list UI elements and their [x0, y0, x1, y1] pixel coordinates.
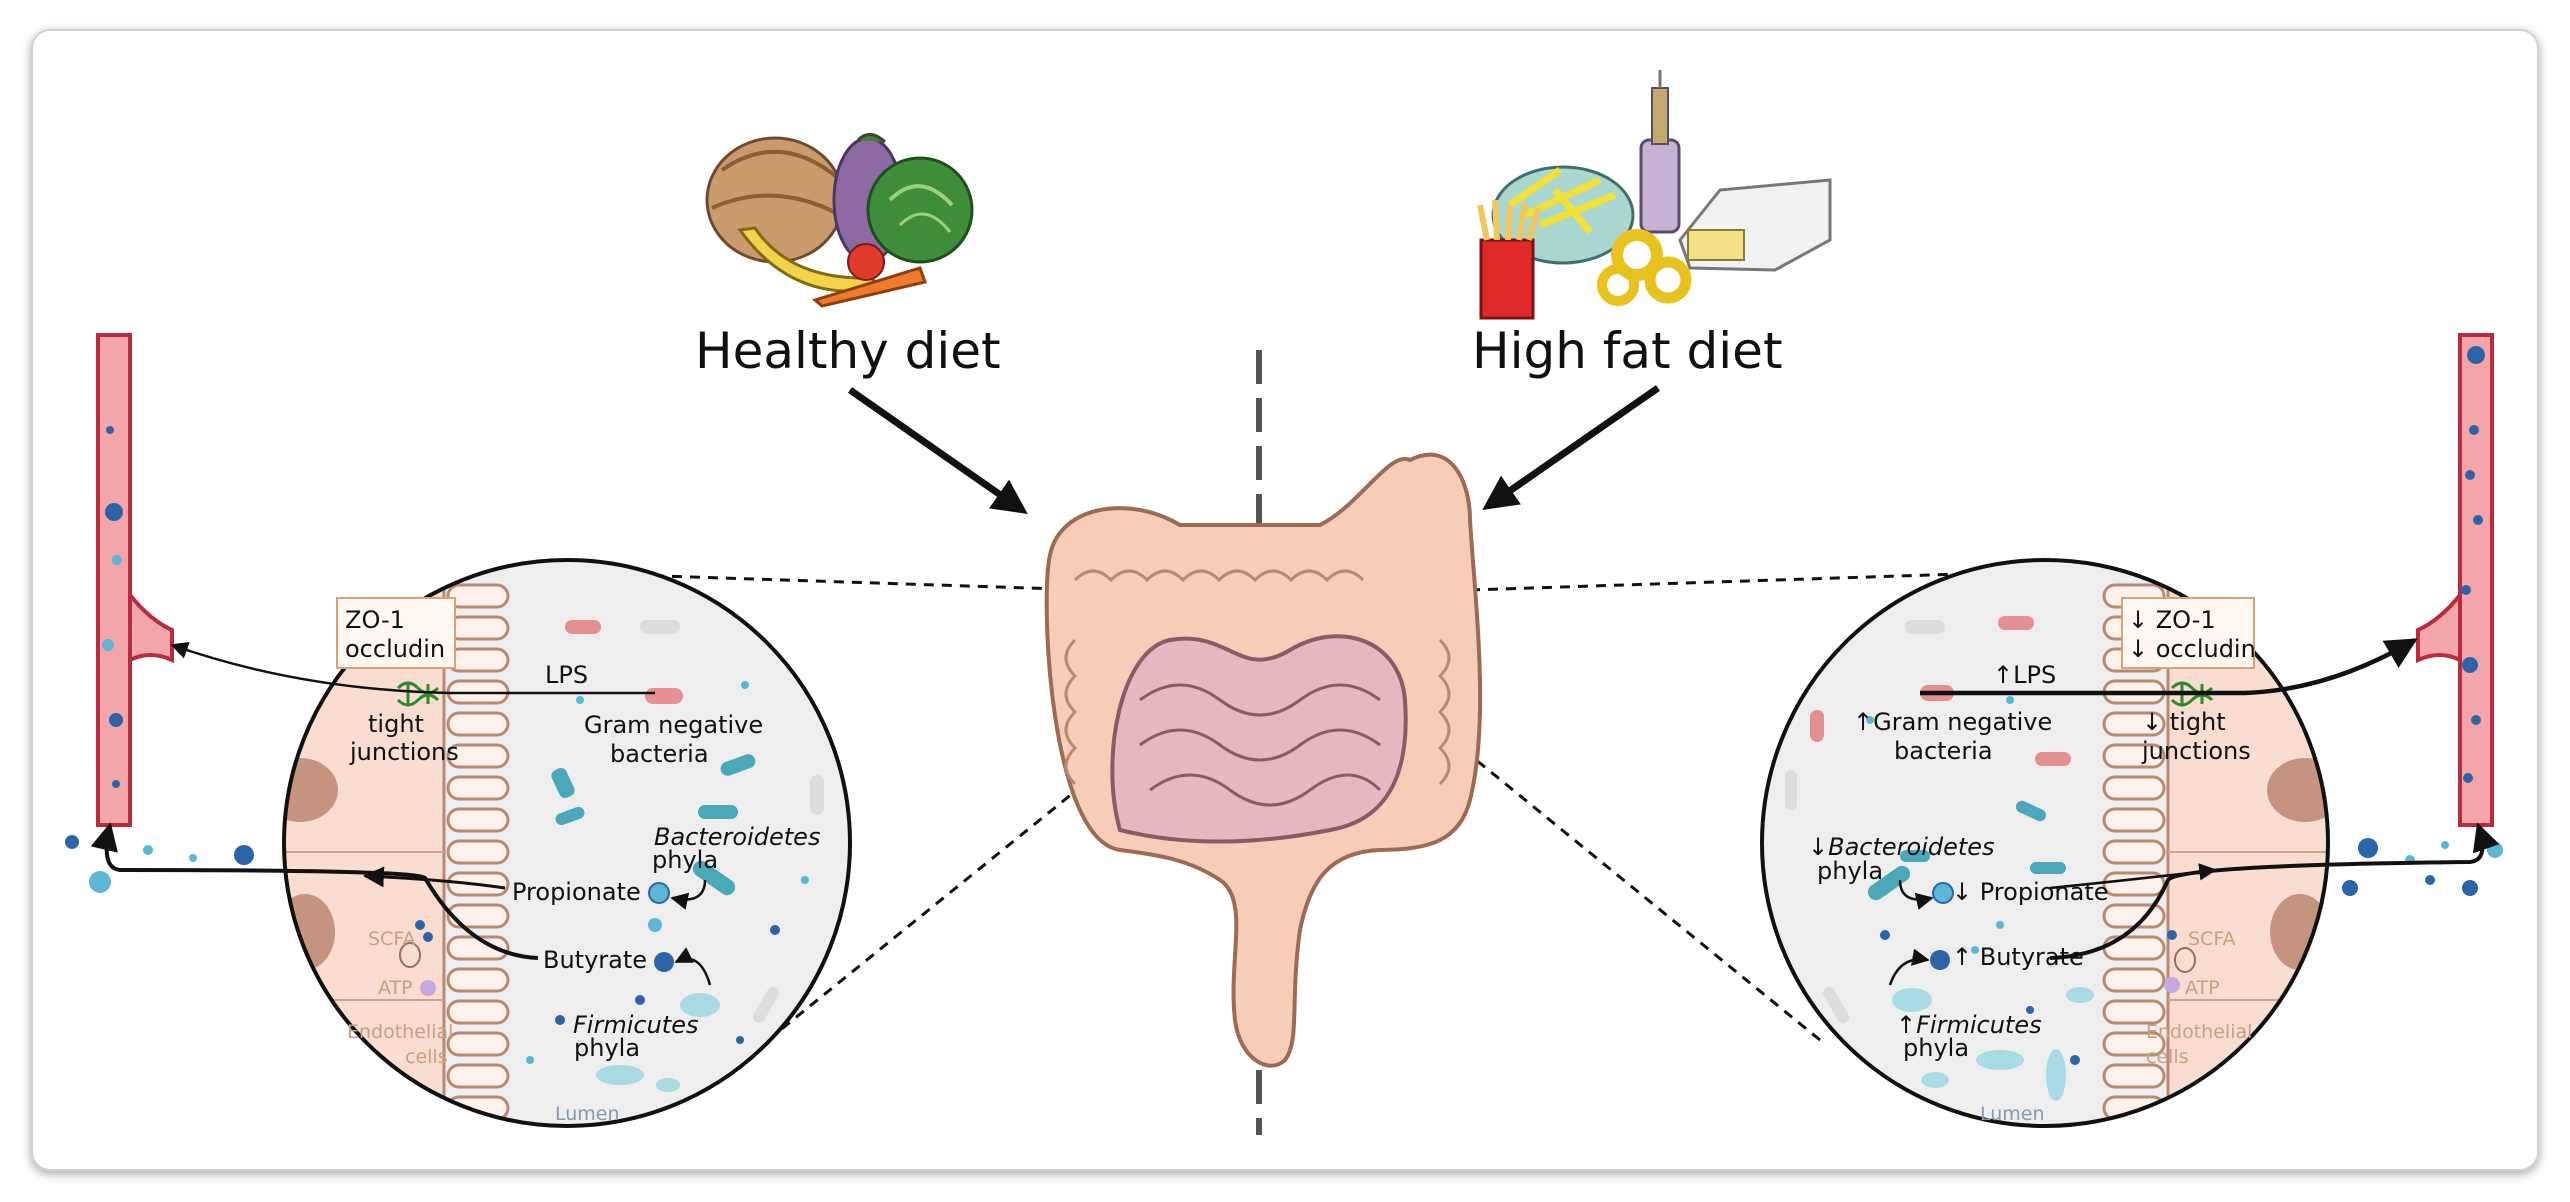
right-occludin-label: ↓ occludin [2128, 635, 2256, 663]
left-lps-label: LPS [545, 661, 588, 689]
left-zo1-label: ZO-1 [345, 606, 405, 634]
right-zo1-label: ↓ ZO-1 [2128, 606, 2216, 634]
left-firmicutes-to-butyrate [674, 947, 712, 986]
left-lumen-label: Lumen [555, 1103, 620, 1125]
fatty-food-icon [1477, 70, 1832, 320]
left-lps-arrow [170, 641, 655, 695]
left-tight-label-1: tight [368, 710, 424, 738]
healthy-food-icon [705, 133, 974, 308]
right-firmicutes-phyla-label: phyla [1903, 1034, 1969, 1062]
right-propionate-label: ↓ Propionate [1952, 878, 2109, 906]
left-tight-label-2: junctions [349, 738, 459, 766]
right-tj-protein-box [2121, 597, 2255, 669]
zoom-lines [599, 572, 1961, 1042]
left-occludin-label: occludin [345, 635, 445, 663]
left-bacteroidetes-label: Bacteroidetes [654, 823, 820, 851]
left-endothelial-label-1: Endothelial [347, 1021, 453, 1043]
right-firmicutes-name: Firmicutes [1916, 1011, 2041, 1039]
intestine-illustration [1044, 452, 1483, 1068]
left-bacteroidetes-phyla-label: phyla [652, 846, 718, 874]
right-tight-label-2: junctions [2141, 737, 2251, 765]
right-endothelial-label-1: Endothelial [2146, 1021, 2252, 1043]
left-propionate-label: Propionate [512, 878, 641, 906]
right-panel-high-fat: ↓ ZO-1 ↓ occludin ↑LPS ↓ tight junctions… [1760, 333, 2503, 1128]
right-bacteroidetes-phyla-label: phyla [1817, 857, 1883, 885]
right-bacteroidetes-label: ↓Bacteroidetes [1808, 833, 1995, 861]
right-lps-label: ↑LPS [1993, 661, 2056, 689]
right-blood-vessel [2416, 333, 2494, 827]
right-endothelial-label-2: cells [2146, 1046, 2189, 1068]
title-high-fat-diet: High fat diet [1472, 322, 1783, 380]
right-mitochondrion-icon [2164, 930, 2196, 993]
left-butyrate-arrow [90, 822, 539, 960]
right-bacteroidetes-to-propionate [1898, 879, 1934, 910]
left-bacteria [415, 620, 824, 1092]
right-firmicutes-to-butyrate [1888, 948, 1930, 986]
right-tight-label-1: ↓ tight [2142, 708, 2226, 736]
right-firmicutes-label: ↑Firmicutes [1896, 1011, 2042, 1039]
right-gram-label-2: bacteria [1894, 737, 1993, 765]
right-firmicutes-arrow: ↑ [1896, 1011, 1916, 1039]
right-scfa-label: SCFA [2188, 928, 2236, 950]
left-bacteroidetes-to-propionate [670, 879, 707, 910]
left-scfa-label: SCFA [368, 928, 416, 950]
left-gram-label-1: Gram negative [584, 711, 763, 739]
right-propionate-arrow [2049, 863, 2217, 890]
high-fat-diet-arrow [1482, 385, 1660, 510]
right-lumen-label: Lumen [1980, 1103, 2045, 1125]
right-atp-label: ATP [2185, 977, 2220, 999]
right-bacteroidetes-name: Bacteroidetes [1828, 833, 1994, 861]
left-mitochondrion-icon [399, 932, 436, 996]
right-lps-arrow [1920, 638, 2418, 696]
left-atp-label: ATP [378, 977, 413, 999]
title-healthy-diet: Healthy diet [695, 322, 1001, 380]
left-endothelial-label-2: cells [405, 1046, 448, 1068]
left-blood-vessel [96, 333, 174, 827]
left-firmicutes-label: Firmicutes [573, 1011, 698, 1039]
left-tj-protein-box [336, 597, 456, 669]
left-propionate-arrow [362, 866, 506, 890]
left-firmicutes-phyla-label: phyla [574, 1034, 640, 1062]
left-butyrate-label: Butyrate [543, 946, 647, 974]
healthy-diet-arrow [847, 387, 1028, 515]
right-bacteroidetes-arrow: ↓ [1808, 833, 1828, 861]
left-gram-label-2: bacteria [610, 740, 709, 768]
right-gram-label-1: ↑Gram negative [1853, 708, 2052, 736]
right-bacteria [1785, 616, 2094, 1101]
left-panel-healthy: ZO-1 occludin LPS tight junctions Gram n… [65, 333, 852, 1128]
